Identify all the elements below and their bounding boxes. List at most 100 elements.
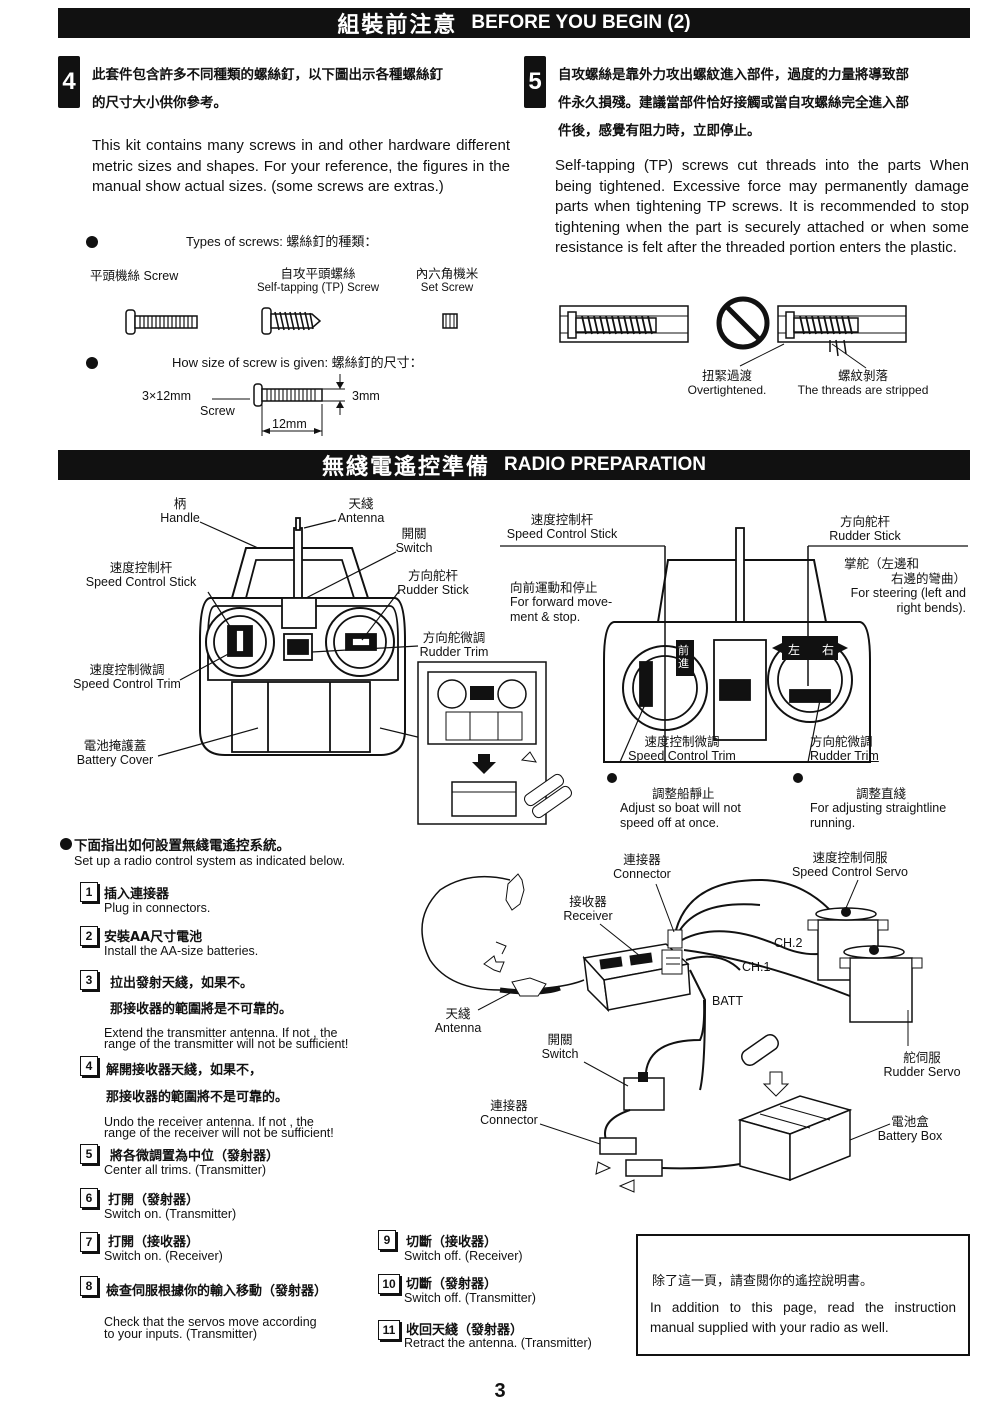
rudder-trim-label-2-zh: 方向舵微調	[810, 734, 873, 749]
setup-step-6-zh: 打開（發射器）	[108, 1193, 200, 1208]
adjust-idle-zh: 調整船靜止	[652, 786, 715, 801]
rudder-trim-label-en: Rudder Trim	[419, 645, 489, 659]
section-banner-radio-preparation: 無綫電遙控準備 RADIO PREPARATION	[58, 450, 970, 480]
setup-step-11-zh: 收回天綫（發射器）	[406, 1323, 524, 1338]
step-number-box: 7	[80, 1232, 98, 1252]
antenna-wire-label: 天綫 Antenna	[428, 1006, 488, 1036]
section-banner-before-you-begin: 組裝前注意 BEFORE YOU BEGIN (2)	[58, 8, 970, 38]
rudder-stick-label: 方向舵杆 Rudder Stick	[390, 568, 476, 598]
connector-label-2: 連接器 Connector	[474, 1098, 544, 1128]
rudder-trim-label-zh: 方向舵微調	[422, 630, 486, 645]
stripped-label-zh: 螺紋剝落	[837, 368, 888, 383]
setup-step-8-en: Check that the servos move according to …	[104, 1316, 317, 1341]
speed-trim-label-2: 速度控制微調 Speed Control Trim	[620, 734, 744, 764]
setup-step-10-en: Switch off. (Transmitter)	[404, 1291, 536, 1305]
rudder-stick-label-zh: 方向舵杆	[407, 568, 458, 583]
setup-step-3-en1: Extend the transmitter antenna. If not ,…	[104, 1026, 338, 1040]
forward-description: 向前運動和停止 For forward move- ment & stop.	[510, 580, 630, 625]
setup-step-4-en: Undo the receiver antenna. If not , the …	[104, 1116, 334, 1140]
setup-step-1-zh: 插入連接器	[104, 887, 170, 902]
setup-step-3-en: Extend the transmitter antenna. If not ,…	[104, 1026, 348, 1051]
steering-desc-zh2: 右邊的彎曲）	[890, 571, 966, 586]
adjust-idle-description: 調整船靜止 Adjust so boat will not speed off …	[620, 786, 770, 831]
setup-step-4-en2: range of the receiver will not be suffic…	[104, 1126, 334, 1140]
switch-label-zh: 開關	[401, 526, 427, 541]
speed-trim-label: 速度控制微調 Speed Control Trim	[60, 662, 194, 692]
rudder-servo-label-en: Rudder Servo	[883, 1065, 961, 1079]
battery-box-icon	[737, 1095, 853, 1182]
speed-stick-label-en: Speed Control Stick	[85, 575, 197, 589]
banner-title-en: BEFORE YOU BEGIN (2)	[471, 12, 691, 33]
right-mark: 右	[822, 643, 835, 657]
size-screw-caption: Screw	[200, 404, 235, 418]
forward-desc-en1: For forward move-	[510, 595, 613, 609]
receiver-label-en: Receiver	[563, 909, 613, 923]
step-number-box: 8	[80, 1276, 98, 1296]
handle-label-en: Handle	[160, 511, 200, 525]
step-number-5: 5	[524, 56, 546, 108]
setup-step-2-zh: 安裝AA尺寸電池	[104, 930, 203, 945]
stripped-screw-icon	[777, 305, 907, 357]
set-screw-icon	[442, 313, 458, 329]
connector-label-2-en: Connector	[480, 1113, 538, 1127]
forward-desc-zh: 向前運動和停止	[510, 580, 598, 595]
overtightened-label-zh: 扭緊過渡	[701, 368, 752, 383]
set-screw-label-en: Set Screw	[420, 282, 474, 294]
ch2-label: CH.2	[774, 936, 803, 950]
rudder-trim-label-2-en: Rudder Trim	[810, 749, 879, 763]
batt-label: BATT	[712, 994, 744, 1008]
step-number-4: 4	[58, 56, 80, 108]
antenna-wire-label-zh: 天綫	[445, 1006, 471, 1021]
battery-box-label: 電池盒 Battery Box	[870, 1114, 950, 1144]
speed-trim-label-2-zh: 速度控制微調	[644, 734, 720, 749]
rudder-stick-label-2-zh: 方向舵杆	[839, 514, 890, 529]
switch-icon	[623, 1072, 665, 1111]
setup-intro: 下面指出如何設置無綫電遙控系統。 Set up a radio control …	[74, 834, 345, 868]
speed-stick-label-2-en: Speed Control Stick	[506, 527, 618, 541]
setup-step-7-en: Switch on. (Receiver)	[104, 1249, 223, 1263]
steering-desc-en2: right bends).	[896, 601, 966, 615]
forward-mark: 前進	[678, 644, 689, 670]
setup-step-11-en: Retract the antenna. (Transmitter)	[404, 1336, 592, 1350]
left-mark: 左	[788, 643, 801, 657]
battery-box-label-zh: 電池盒	[891, 1114, 929, 1129]
rudder-servo-icon	[839, 945, 923, 1023]
bullet	[86, 236, 98, 248]
step-number-box: 3	[80, 970, 98, 990]
step5-zh-line1: 自攻螺絲是靠外力攻出螺紋進入部件，過度的力量將導致部	[558, 67, 909, 83]
antenna-wire-label-en: Antenna	[434, 1021, 482, 1035]
banner-title-zh: 組裝前注意	[337, 13, 458, 38]
setup-step-8-zh: 檢查伺服根據你的輸入移動（發射器）	[106, 1284, 328, 1299]
step-number-box: 1	[80, 882, 98, 902]
connector-label-en: Connector	[613, 867, 671, 881]
battery-install-inset	[417, 661, 572, 825]
bullet	[60, 838, 72, 850]
step4-zh-line1: 此套件包含許多不同種類的螺絲釘，以下圖出示各種螺絲釘	[92, 67, 443, 83]
note-box: 除了這一頁，請查閱你的遙控說明書。 In addition to this pa…	[636, 1234, 970, 1356]
steering-desc-en1: For steering (left and	[850, 586, 966, 600]
speed-stick-label-2-zh: 速度控制杆	[530, 512, 594, 527]
hand-icon	[511, 977, 547, 997]
speed-stick-label-2: 速度控制杆 Speed Control Stick	[500, 512, 624, 542]
step-number-box: 11	[378, 1320, 400, 1340]
rudder-trim-label: 方向舵微調 Rudder Trim	[412, 630, 496, 660]
setup-intro-zh: 下面指出如何設置無綫電遙控系統。	[74, 838, 290, 854]
dimension-diameter: 3mm	[352, 389, 380, 403]
battery-cover-label: 電池掩護蓋 Battery Cover	[70, 738, 160, 768]
forward-desc-en2: ment & stop.	[510, 610, 581, 624]
straight-running-en2: running.	[810, 816, 856, 830]
stripped-label-en: The threads are stripped	[797, 383, 929, 397]
setup-step-2-en: Install the AA-size batteries.	[104, 944, 259, 958]
handle-label: 柄 Handle	[140, 496, 220, 526]
overtightened-label-en: Overtightened.	[687, 383, 767, 397]
speed-stick-label-zh: 速度控制杆	[109, 560, 173, 575]
battery-cover-label-en: Battery Cover	[76, 753, 154, 767]
setup-step-8-en2: to your inputs. (Transmitter)	[104, 1327, 258, 1341]
step-number-box: 10	[378, 1274, 400, 1294]
setup-step-9-zh: 切斷（接收器）	[406, 1235, 498, 1250]
step-number-box: 4	[80, 1056, 98, 1076]
hand-icon	[505, 873, 525, 911]
rudder-stick-label-2-en: Rudder Stick	[829, 529, 901, 543]
setup-step-5-en: Center all trims. (Transmitter)	[104, 1163, 267, 1177]
